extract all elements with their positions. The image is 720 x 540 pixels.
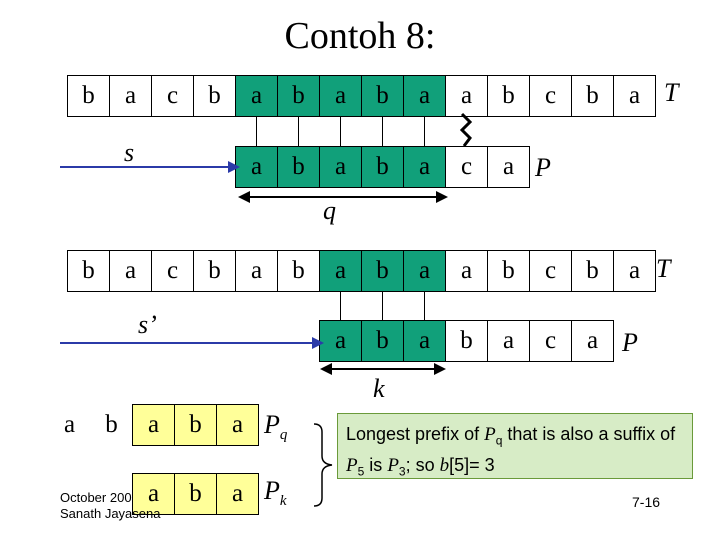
brace-icon <box>313 423 333 507</box>
Pq-char-3: b <box>174 404 217 446</box>
pattern-2-char-3: b <box>445 320 488 362</box>
pattern-1-char-1: b <box>277 146 320 188</box>
mismatch-squiggle-icon <box>459 112 473 147</box>
text-2-char-7: b <box>361 250 404 292</box>
pattern-2-char-5: c <box>529 320 572 362</box>
shift-arrow-s <box>60 161 240 173</box>
text-2-char-5: b <box>277 250 320 292</box>
Pq-char-2: a <box>132 404 175 446</box>
text-2-char-3: b <box>193 250 236 292</box>
text-2-char-6: a <box>319 250 362 292</box>
Pk-char-0: a <box>132 473 175 515</box>
text-2-char-9: a <box>445 250 488 292</box>
pattern-label-1: P <box>535 153 551 182</box>
text-2-char-12: b <box>571 250 614 292</box>
text-2-char-2: c <box>151 250 194 292</box>
text-1-char-9: a <box>445 75 488 117</box>
text-1-char-10: b <box>487 75 530 117</box>
q-label: q <box>323 196 336 225</box>
pattern-2-char-4: a <box>487 320 530 362</box>
shift-label-s: s <box>124 138 135 167</box>
text-1-char-2: c <box>151 75 194 117</box>
text-2-char-1: a <box>109 250 152 292</box>
text-1-char-13: a <box>613 75 656 117</box>
pattern-1-char-3: b <box>361 146 404 188</box>
pattern-label-2: P <box>622 328 638 357</box>
text-1-char-12: b <box>571 75 614 117</box>
text-1-char-7: b <box>361 75 404 117</box>
Pq-char-4: a <box>216 404 259 446</box>
slide-number: 7-16 <box>632 494 661 510</box>
pattern-1-char-0: a <box>235 146 278 188</box>
text-2-char-4: a <box>235 250 278 292</box>
text-1-char-6: a <box>319 75 362 117</box>
pattern-1-char-2: a <box>319 146 362 188</box>
text-1-char-4: a <box>235 75 278 117</box>
explanation-note: Longest prefix of Pq that is also a suff… <box>337 413 693 479</box>
text-2-char-8: a <box>403 250 446 292</box>
pattern-2-char-2: a <box>403 320 446 362</box>
text-1-char-11: c <box>529 75 572 117</box>
pattern-1-char-4: a <box>403 146 446 188</box>
k-double-arrow <box>320 363 446 375</box>
Pk-label: Pk <box>264 476 287 510</box>
pattern-2-char-0: a <box>319 320 362 362</box>
pattern-2-char-1: b <box>361 320 404 362</box>
text-2-char-10: b <box>487 250 530 292</box>
text-2-char-13: a <box>613 250 656 292</box>
k-label: k <box>373 374 385 403</box>
Pq-char-1: b <box>105 411 118 438</box>
text-label-2: T <box>656 254 671 283</box>
footer-author: Sanath Jayasena <box>60 506 161 521</box>
pattern-2-char-6: a <box>571 320 614 362</box>
text-2-char-11: c <box>529 250 572 292</box>
Pq-char-0: a <box>63 411 76 438</box>
text-2-char-0: b <box>67 250 110 292</box>
text-1-char-5: b <box>277 75 320 117</box>
text-1-char-8: a <box>403 75 446 117</box>
text-label-1: T <box>664 78 679 107</box>
pattern-1-char-6: a <box>487 146 530 188</box>
slide-title: Contoh 8: <box>284 15 436 57</box>
Pq-label: Pq <box>264 410 288 444</box>
pattern-1-char-5: c <box>445 146 488 188</box>
Pk-char-2: a <box>216 473 259 515</box>
shift-arrow-s-prime <box>60 337 324 349</box>
text-1-char-3: b <box>193 75 236 117</box>
shift-label-s-prime: s’ <box>138 310 157 339</box>
footer-date: October 200 <box>60 490 132 505</box>
Pk-char-1: b <box>174 473 217 515</box>
text-1-char-1: a <box>109 75 152 117</box>
text-1-char-0: b <box>67 75 110 117</box>
q-double-arrow <box>238 191 448 203</box>
